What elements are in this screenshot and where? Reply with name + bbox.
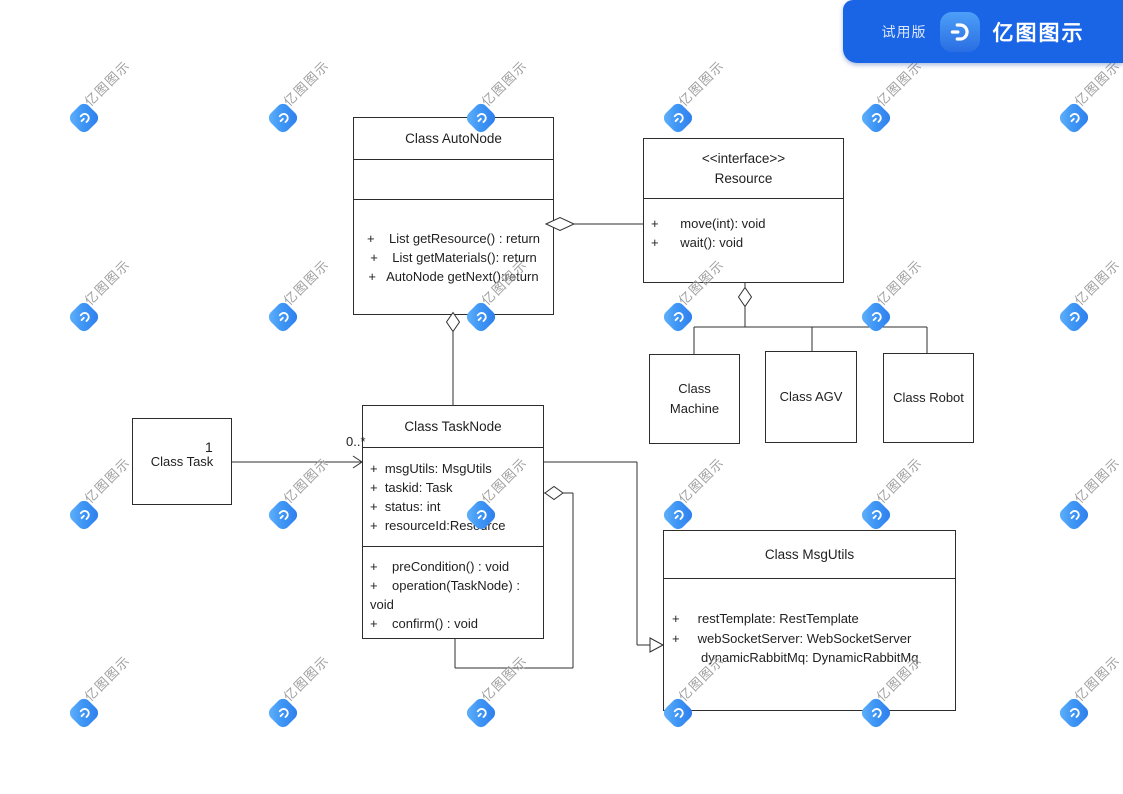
connector-tasknode-msgutils: [543, 461, 650, 646]
class-box-autonode[interactable]: Class AutoNode + List getResource() : re…: [353, 117, 554, 315]
watermark-text: 亿图图示: [873, 256, 926, 309]
watermark-logo-icon: [464, 696, 498, 730]
attribute-line: + restTemplate: RestTemplate: [672, 611, 859, 626]
attributes-compartment: + msgUtils: MsgUtils + taskid: Task + st…: [363, 447, 543, 546]
watermark-text: 亿图图示: [478, 57, 531, 110]
watermark-text: 亿图图示: [675, 57, 728, 110]
edraw-logo-icon: [939, 11, 980, 52]
class-title: Class Robot: [893, 390, 964, 405]
class-box-resource[interactable]: <<interface>> Resource + move(int): void…: [643, 138, 844, 283]
class-box-tasknode[interactable]: Class TaskNode + msgUtils: MsgUtils + ta…: [362, 405, 544, 639]
class-box-robot[interactable]: Class Robot: [883, 353, 974, 443]
watermark-logo-icon: [1057, 498, 1091, 532]
attribute-line: + webSocketServer: WebSocketServer: [672, 630, 912, 646]
watermark-text: 亿图图示: [873, 454, 926, 507]
triangle-arrowhead-msgutils: [649, 637, 665, 653]
watermark-logo-icon: [1057, 696, 1091, 730]
watermark-logo-icon: [1057, 101, 1091, 135]
method-line: + operation(TaskNode) : void: [370, 578, 524, 612]
class-title: Class TaskNode: [404, 418, 502, 434]
class-box-machine[interactable]: Class Machine: [649, 354, 740, 444]
watermark-logo-icon: [1057, 300, 1091, 334]
watermark-logo-icon: [67, 101, 101, 135]
watermark-text: 亿图图示: [81, 256, 134, 309]
methods-compartment: + preCondition() : void + operation(Task…: [363, 546, 543, 638]
aggregation-diamond-tasknode-self: [544, 485, 564, 501]
watermark-text: 亿图图示: [1071, 652, 1123, 705]
multiplicity-label-tasknode: 0..*: [346, 434, 366, 449]
method-line: + List getResource() : return: [366, 230, 541, 246]
aggregation-diamond-resource: [737, 286, 753, 308]
watermark-logo-icon: [266, 300, 300, 334]
watermark-text: 亿图图示: [81, 454, 134, 507]
class-title: Class AGV: [779, 389, 843, 404]
method-line: + confirm() : void: [370, 616, 478, 631]
watermark-logo-icon: [67, 300, 101, 334]
method-line: + wait(): void: [651, 235, 744, 250]
watermark-text: 亿图图示: [280, 57, 333, 110]
class-box-agv[interactable]: Class AGV: [765, 351, 857, 443]
attributes-compartment: [354, 159, 553, 199]
watermark-logo-icon: [266, 498, 300, 532]
attribute-line: + status: int: [370, 499, 441, 514]
trial-label: 试用版: [881, 23, 927, 40]
stereotype-label: <<interface>>: [701, 150, 786, 166]
watermark-text: 亿图图示: [873, 57, 926, 110]
watermark-text: 亿图图示: [675, 454, 728, 507]
class-title: <<interface>> Resource: [644, 139, 843, 198]
trial-version-banner[interactable]: 试用版 亿图图示: [843, 0, 1123, 63]
methods-compartment: + move(int): void + wait(): void: [644, 198, 843, 282]
attribute-line: dynamicRabbitMq: DynamicRabbitMq: [701, 650, 919, 665]
watermark-logo-icon: [661, 300, 695, 334]
watermark-logo-icon: [661, 101, 695, 135]
watermark-text: 亿图图示: [81, 652, 134, 705]
class-title: Class AutoNode: [405, 130, 502, 146]
watermark-text: 亿图图示: [1071, 454, 1123, 507]
class-title: Class MsgUtils: [764, 546, 855, 562]
connector-resource-subclasses: [693, 283, 928, 354]
watermark-logo-icon: [859, 101, 893, 135]
attribute-line: + msgUtils: MsgUtils: [370, 461, 492, 476]
watermark-logo-icon: [266, 101, 300, 135]
class-box-task[interactable]: Class Task: [132, 418, 232, 505]
watermark-logo-icon: [67, 498, 101, 532]
app-name: 亿图图示: [992, 21, 1085, 45]
attributes-compartment: + restTemplate: RestTemplate + webSocket…: [664, 578, 955, 710]
method-line: + List getMaterials(): return: [370, 249, 537, 265]
watermark-logo-icon: [859, 498, 893, 532]
watermark-text: 亿图图示: [1071, 256, 1123, 309]
watermark-logo-icon: [661, 498, 695, 532]
methods-compartment: + List getResource() : return + List get…: [354, 199, 553, 314]
watermark-text: 亿图图示: [81, 57, 134, 110]
watermark-text: 亿图图示: [280, 256, 333, 309]
watermark-logo-icon: [266, 696, 300, 730]
attribute-line: + taskid: Task: [370, 480, 453, 495]
method-line: + move(int): void: [651, 216, 766, 231]
watermark-logo-icon: [859, 300, 893, 334]
watermark-text: 亿图图示: [280, 652, 333, 705]
watermark-text: 亿图图示: [1071, 57, 1123, 110]
method-line: + preCondition() : void: [370, 559, 510, 574]
watermark-text: 亿图图示: [478, 652, 531, 705]
class-box-msgutils[interactable]: Class MsgUtils + restTemplate: RestTempl…: [663, 530, 956, 711]
class-title: Class Task: [150, 453, 214, 469]
class-title: Class Machine: [669, 381, 720, 416]
open-arrowhead-tasknode: [352, 455, 363, 469]
multiplicity-label-task: 1: [205, 439, 213, 455]
interface-name: Resource: [714, 170, 773, 186]
aggregation-diamond-autonode-tasknode: [445, 311, 461, 333]
attribute-line: + resourceId:Resource: [370, 518, 506, 533]
watermark-text: 亿图图示: [280, 454, 333, 507]
watermark-logo-icon: [67, 696, 101, 730]
method-line: + AutoNode getNext():return: [368, 268, 539, 284]
